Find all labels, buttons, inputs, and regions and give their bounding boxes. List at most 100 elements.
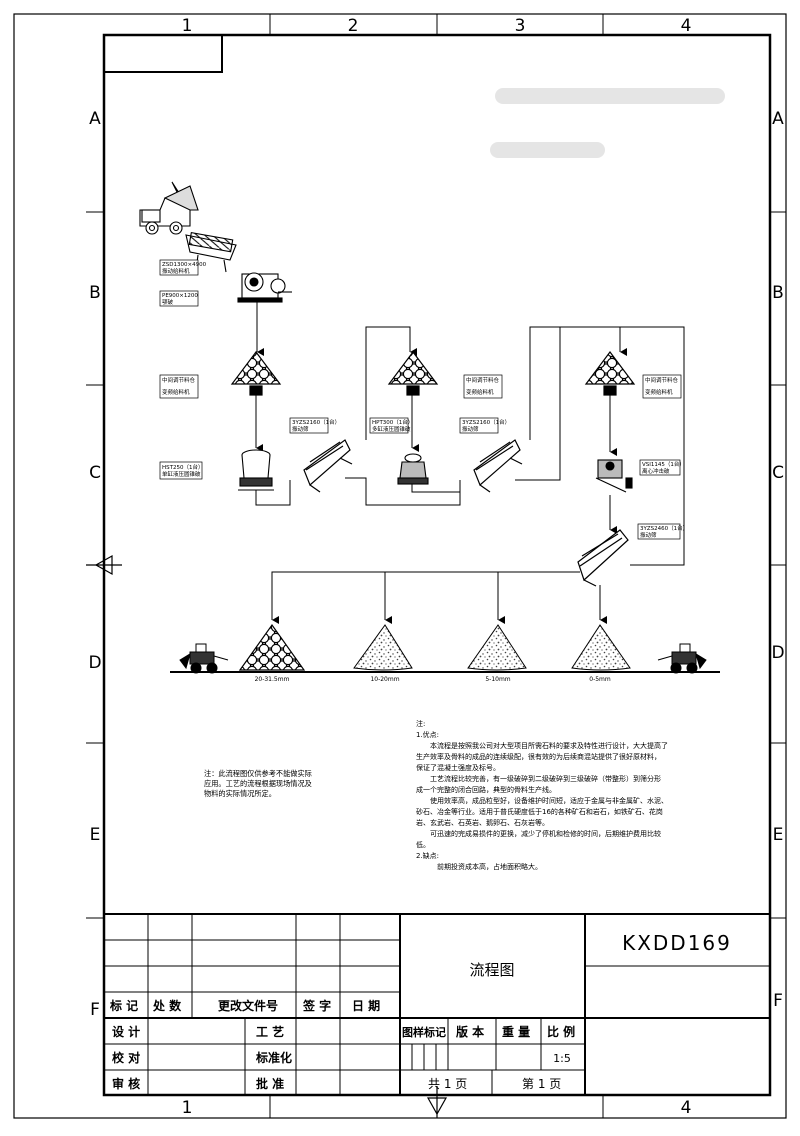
surge-bin-icon <box>387 351 439 396</box>
title-block <box>104 913 770 1095</box>
svg-text:使用效率高，成品粒型好，设备维护时间短，适应于金属与非金属矿: 使用效率高，成品粒型好，设备维护时间短，适应于金属与非金属矿、水泥、 <box>416 796 668 805</box>
label-feeder: ZSD1300×4900 振动给料机 <box>159 259 207 276</box>
svg-text:HST250（1台）: HST250（1台） <box>162 463 203 471</box>
label-bin1: 中间调节料仓 变频给料机 <box>159 374 199 399</box>
product-label: 5-10mm <box>485 676 510 683</box>
mark-label: 图样标记 <box>402 1025 446 1039</box>
stockpile-fine <box>467 624 527 671</box>
centering-mark-bottom <box>426 1086 448 1118</box>
col-label-top: 1 <box>182 16 193 36</box>
scale-value: 1:5 <box>553 1052 571 1065</box>
svg-text:ZSD1300×4900: ZSD1300×4900 <box>162 262 207 268</box>
row-label-right: B <box>772 283 784 303</box>
svg-text:3YZS2160（1台）: 3YZS2160（1台） <box>462 418 510 426</box>
svg-text:振动筛: 振动筛 <box>462 425 479 433</box>
label-cone1: HST250（1台） 单缸液压圆锥破 <box>159 461 203 480</box>
col-label-top: 3 <box>515 16 526 36</box>
svg-text:HPT300（1台）: HPT300（1台） <box>372 418 413 426</box>
row-label-left: C <box>89 463 101 483</box>
zone-labels: 1 2 3 4 1 4 A B C D E F A B C D E F <box>88 16 784 1118</box>
stockpile-fine <box>571 624 631 671</box>
review-label: 审 核 <box>112 1076 140 1091</box>
row-label-left: A <box>89 109 101 129</box>
svg-text:成一个完整的闭合回路，典型的骨料生产线。: 成一个完整的闭合回路，典型的骨料生产线。 <box>416 785 556 794</box>
row-label-right: C <box>772 463 784 483</box>
svg-text:颚破: 颚破 <box>162 298 174 306</box>
svg-text:中间调节料仓: 中间调节料仓 <box>466 376 500 384</box>
svg-text:工艺流程比较完善，有一级破碎到二级破碎到三级破碎（带整形）到: 工艺流程比较完善，有一级破碎到二级破碎到三级破碎（带整形）到筛分形 <box>416 774 661 783</box>
cone-crusher-icon <box>397 453 429 485</box>
svg-text:变频给料机: 变频给料机 <box>645 388 673 396</box>
label-bin2: 中间调节料仓 变频给料机 <box>463 374 503 399</box>
svg-text:中间调节料仓: 中间调节料仓 <box>162 376 196 384</box>
row-label-left: D <box>88 653 101 673</box>
cone-crusher-icon <box>238 449 274 491</box>
row-label-left: E <box>90 825 101 845</box>
side-note: 注：此流程图仅供参考不能做实际 应用。工艺的流程根据现场情况及 物料的实际情况所… <box>204 769 312 798</box>
vibrating-screen-icon <box>473 439 523 493</box>
notes-block: 注: 1.优点: 本流程是按照我公司对大型项目所需石料的要求及特性进行设计，大大… <box>416 719 668 871</box>
product-label: 0-5mm <box>589 676 611 683</box>
svg-text:离心冲击破: 离心冲击破 <box>642 467 670 475</box>
svg-text:振动筛: 振动筛 <box>292 425 309 433</box>
label-screen1: 3YZS2160（1台） 振动筛 <box>289 417 340 434</box>
label-jaw-crusher: PE900×1200 颚破 <box>159 290 198 307</box>
standard-label: 标准化 <box>255 1050 292 1065</box>
svg-text:PE900×1200: PE900×1200 <box>162 293 198 299</box>
vibrating-feeder-icon <box>185 231 237 273</box>
svg-text:注：此流程图仅供参考不能做实际: 注：此流程图仅供参考不能做实际 <box>204 769 312 778</box>
col-label-top: 2 <box>348 16 359 36</box>
stockpile-fine <box>353 624 413 671</box>
col-label-bottom: 1 <box>182 1098 193 1118</box>
impact-crusher-icon <box>595 459 633 493</box>
svg-text:多缸液压圆锥破: 多缸液压圆锥破 <box>372 425 411 433</box>
label-screen3: 3YZS2460（1台） 振动筛 <box>637 523 688 540</box>
label-cone2: HPT300（1台） 多缸液压圆锥破 <box>369 417 413 434</box>
process-label: 工 艺 <box>256 1024 284 1039</box>
design-label: 设 计 <box>112 1024 140 1039</box>
row-label-right: A <box>772 109 784 129</box>
svg-text:砂石、冶金等行业。适用于普氏硬度低于16的各种矿石和岩石，如: 砂石、冶金等行业。适用于普氏硬度低于16的各种矿石和岩石，如铁矿石、花岗 <box>416 807 663 816</box>
drawing-frame <box>13 13 787 1119</box>
label-bin3: 中间调节料仓 变频给料机 <box>642 374 682 399</box>
blurred-header-watermark <box>490 88 725 158</box>
surge-bin-icon <box>230 351 282 396</box>
surge-bin-icon <box>584 351 636 396</box>
vibrating-screen-icon <box>577 529 629 587</box>
svg-text:变频给料机: 变频给料机 <box>162 388 190 396</box>
svg-text:应用。工艺的流程根据现场情况及: 应用。工艺的流程根据现场情况及 <box>204 779 312 788</box>
weight-label: 重 量 <box>502 1024 530 1039</box>
wheel-loader-icon <box>657 643 707 674</box>
svg-text:本流程是按照我公司对大型项目所需石料的要求及特性进行设计，大: 本流程是按照我公司对大型项目所需石料的要求及特性进行设计，大大提高了 <box>416 741 668 750</box>
svg-text:1.优点:: 1.优点: <box>416 730 439 739</box>
jaw-crusher-icon <box>237 272 292 303</box>
svg-text:振动给料机: 振动给料机 <box>162 267 190 275</box>
scale-label: 比 例 <box>547 1024 575 1039</box>
svg-text:物料的实际情况所定。: 物料的实际情况所定。 <box>204 789 276 798</box>
row-label-left: B <box>89 283 101 303</box>
wheel-loader-icon <box>179 643 229 674</box>
version-label: 版 本 <box>456 1024 484 1039</box>
svg-text:注:: 注: <box>416 719 425 728</box>
label-screen2: 3YZS2160（1台） 振动筛 <box>459 417 510 434</box>
drawing-number: KXDD169 <box>622 931 732 955</box>
svg-text:2.缺点:: 2.缺点: <box>416 851 439 860</box>
label-vsi: VSI1145（1台） 离心冲击破 <box>639 459 685 476</box>
product-label: 20-31.5mm <box>255 676 290 683</box>
svg-text:中间调节料仓: 中间调节料仓 <box>645 376 679 384</box>
svg-text:变频给料机: 变频给料机 <box>466 388 494 396</box>
page-number: 第 1 页 <box>522 1077 561 1091</box>
rev-header-count: 处 数 <box>152 998 182 1013</box>
flow-lines <box>170 300 720 673</box>
row-label-right: D <box>771 643 784 663</box>
row-label-left: F <box>90 1000 100 1020</box>
dump-truck-icon <box>139 181 199 235</box>
svg-text:前期投资成本高，占地面积略大。: 前期投资成本高，占地面积略大。 <box>416 862 542 871</box>
centering-mark <box>86 554 122 576</box>
svg-text:3YZS2460（1台）: 3YZS2460（1台） <box>640 524 688 532</box>
svg-text:生产效率及骨料的成品的连续级配，很有效的为后续商混站提供了很: 生产效率及骨料的成品的连续级配，很有效的为后续商混站提供了很好原材料， <box>416 752 661 761</box>
svg-text:岩、玄武岩、石英岩、鹅卵石、石灰岩等。: 岩、玄武岩、石英岩、鹅卵石、石灰岩等。 <box>416 818 549 827</box>
col-label-bottom: 4 <box>681 1098 692 1118</box>
total-pages: 共 1 页 <box>428 1077 467 1091</box>
